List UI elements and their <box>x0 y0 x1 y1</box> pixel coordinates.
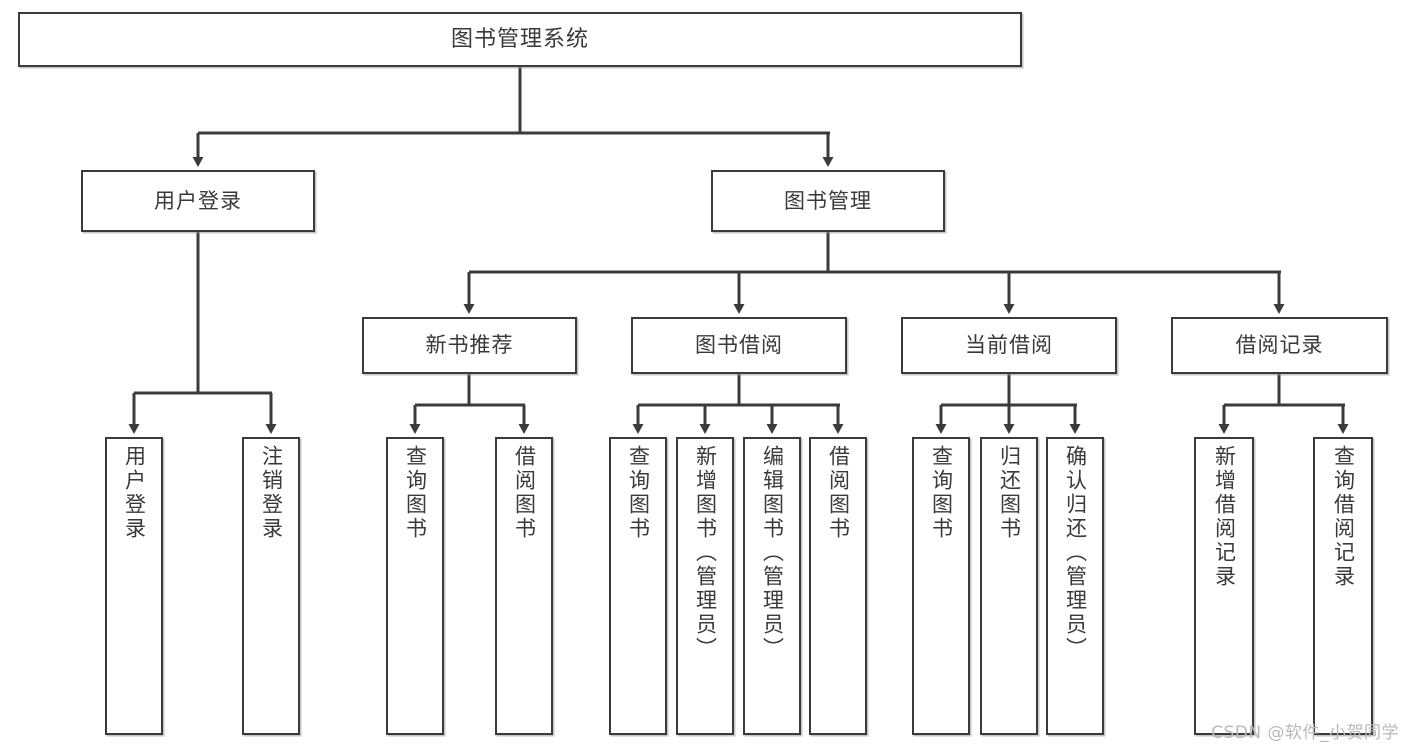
node-book-manage[interactable]: 图书管理 <box>711 170 945 232</box>
node-label: 注销登录 <box>259 445 284 541</box>
node-user-login[interactable]: 用户登录 <box>81 170 315 232</box>
node-label: 新书推荐 <box>425 333 514 358</box>
leaf-confirm-return[interactable]: 确认归还（管理员） <box>1046 437 1104 735</box>
node-label: 查询图书 <box>929 445 954 541</box>
node-label: 查询图书 <box>626 445 651 541</box>
leaf-query-book-2[interactable]: 查询图书 <box>609 437 667 735</box>
leaf-add-book[interactable]: 新增图书（管理员） <box>676 437 734 735</box>
leaf-return-book[interactable]: 归还图书 <box>980 437 1038 735</box>
leaf-query-record[interactable]: 查询借阅记录 <box>1313 437 1373 735</box>
node-new-book-rec[interactable]: 新书推荐 <box>362 317 577 374</box>
node-label: 图书借阅 <box>695 333 783 358</box>
leaf-borrow-book-1[interactable]: 借阅图书 <box>495 437 553 735</box>
node-current-borrow[interactable]: 当前借阅 <box>901 317 1117 374</box>
leaf-borrow-book-2[interactable]: 借阅图书 <box>809 437 867 735</box>
leaf-edit-book[interactable]: 编辑图书（管理员） <box>743 437 801 735</box>
node-label: 借阅记录 <box>1235 333 1324 358</box>
node-label: 借阅图书 <box>826 445 851 541</box>
node-label: 新增借阅记录 <box>1212 445 1237 589</box>
leaf-query-book-1[interactable]: 查询图书 <box>386 437 444 735</box>
node-label: 确认归还（管理员） <box>1063 445 1088 661</box>
node-book-borrow[interactable]: 图书借阅 <box>631 317 847 374</box>
node-borrow-record[interactable]: 借阅记录 <box>1171 317 1388 374</box>
node-label: 图书管理系统 <box>450 26 589 52</box>
node-label: 用户登录 <box>154 188 242 213</box>
leaf-user-logout[interactable]: 注销登录 <box>242 437 300 735</box>
node-label: 查询借阅记录 <box>1331 445 1356 589</box>
leaf-user-login[interactable]: 用户登录 <box>105 437 163 735</box>
node-root-system[interactable]: 图书管理系统 <box>18 12 1022 67</box>
node-label: 归还图书 <box>997 445 1022 541</box>
node-label: 用户登录 <box>122 445 147 541</box>
node-label: 查询图书 <box>403 445 428 541</box>
leaf-add-record[interactable]: 新增借阅记录 <box>1194 437 1254 735</box>
node-label: 图书管理 <box>784 188 872 213</box>
node-label: 新增图书（管理员） <box>693 445 718 661</box>
leaf-query-book-3[interactable]: 查询图书 <box>912 437 970 735</box>
node-label: 借阅图书 <box>512 445 537 541</box>
node-label: 编辑图书（管理员） <box>760 445 785 661</box>
node-label: 当前借阅 <box>965 333 1053 358</box>
